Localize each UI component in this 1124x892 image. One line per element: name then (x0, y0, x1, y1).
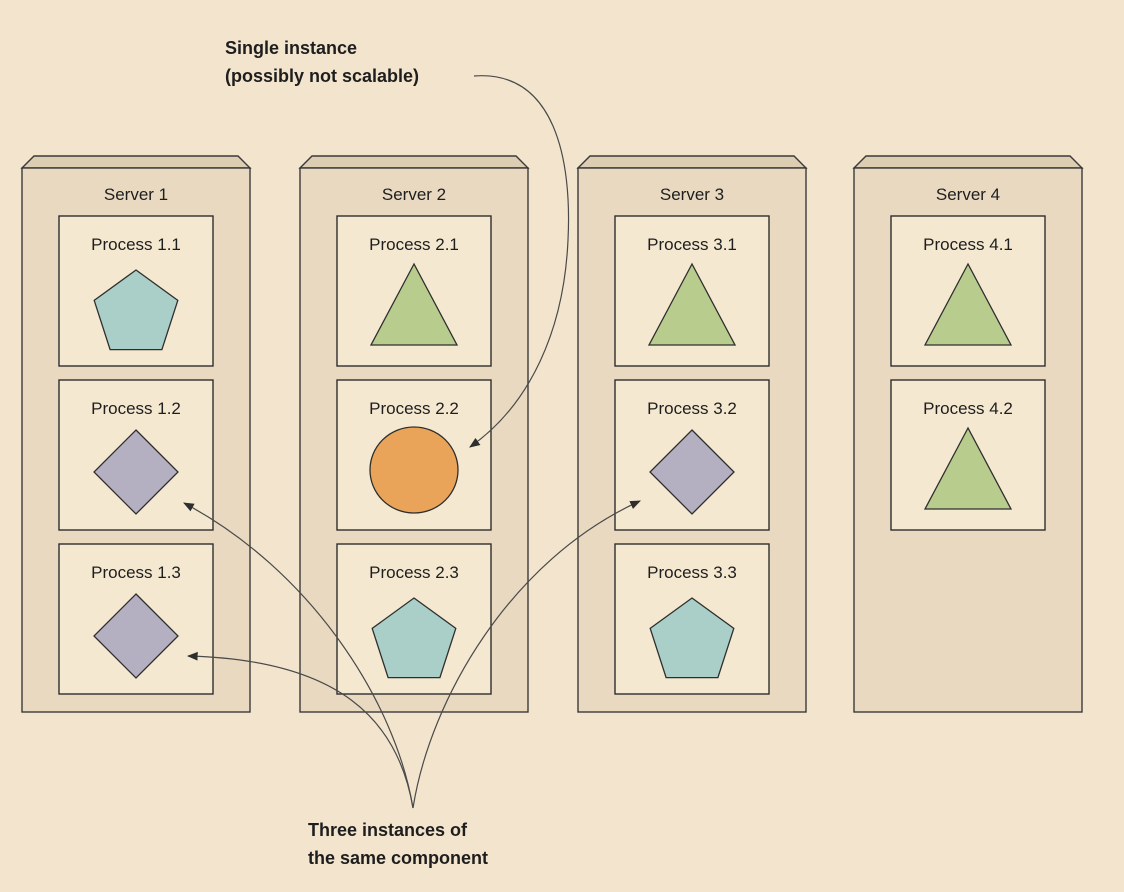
callout-single-instance: Single instance (possibly not scalable) (225, 38, 570, 448)
process-3-1: Process 3.1 (614, 215, 770, 367)
callout-single-instance-line2: (possibly not scalable) (225, 66, 419, 86)
server-top-cap (576, 155, 808, 169)
triangle-shape (923, 426, 1013, 510)
process-1-1: Process 1.1 (58, 215, 214, 367)
triangle-shape (923, 262, 1013, 346)
process-label: Process 2.2 (369, 399, 459, 418)
process-label: Process 2.3 (369, 563, 459, 582)
callout-three-instances-line2: the same component (308, 848, 488, 868)
server-label: Server 4 (936, 185, 1000, 204)
process-3-3: Process 3.3 (614, 543, 770, 695)
process-2-1: Process 2.1 (336, 215, 492, 367)
server-top-cap (298, 155, 530, 169)
callout-three-instances-line1: Three instances of (308, 820, 468, 840)
process-label: Process 3.3 (647, 563, 737, 582)
server-label: Server 3 (660, 185, 724, 204)
arrow-to-process-1-2 (183, 502, 414, 809)
server-top-cap (852, 155, 1084, 169)
process-2-3: Process 2.3 (336, 543, 492, 695)
pentagon-shape (371, 597, 457, 679)
process-label: Process 1.2 (91, 399, 181, 418)
process-label: Process 2.1 (369, 235, 459, 254)
process-label: Process 4.1 (923, 235, 1013, 254)
diamond-shape (93, 593, 179, 679)
circle-shape (369, 426, 459, 514)
arrow-to-process-3-2 (412, 500, 641, 809)
arrow-to-single-instance (469, 75, 570, 448)
process-label: Process 3.1 (647, 235, 737, 254)
process-label: Process 4.2 (923, 399, 1013, 418)
callout-single-instance-line1: Single instance (225, 38, 357, 58)
process-label: Process 1.1 (91, 235, 181, 254)
process-label: Process 3.2 (647, 399, 737, 418)
process-label: Process 1.3 (91, 563, 181, 582)
triangle-shape (647, 262, 737, 346)
diamond-shape (93, 429, 179, 515)
process-1-2: Process 1.2 (58, 379, 214, 531)
server-label: Server 1 (104, 185, 168, 204)
process-4-1: Process 4.1 (890, 215, 1046, 367)
process-3-2: Process 3.2 (614, 379, 770, 531)
diamond-shape (649, 429, 735, 515)
process-4-2: Process 4.2 (890, 379, 1046, 531)
pentagon-shape (93, 269, 179, 351)
triangle-shape (369, 262, 459, 346)
arrow-to-process-1-3 (186, 651, 414, 809)
server-label: Server 2 (382, 185, 446, 204)
process-1-3: Process 1.3 (58, 543, 214, 695)
server-top-cap (20, 155, 252, 169)
pentagon-shape (649, 597, 735, 679)
callout-three-instances: Three instances of the same component (183, 500, 641, 868)
process-2-2: Process 2.2 (336, 379, 492, 531)
